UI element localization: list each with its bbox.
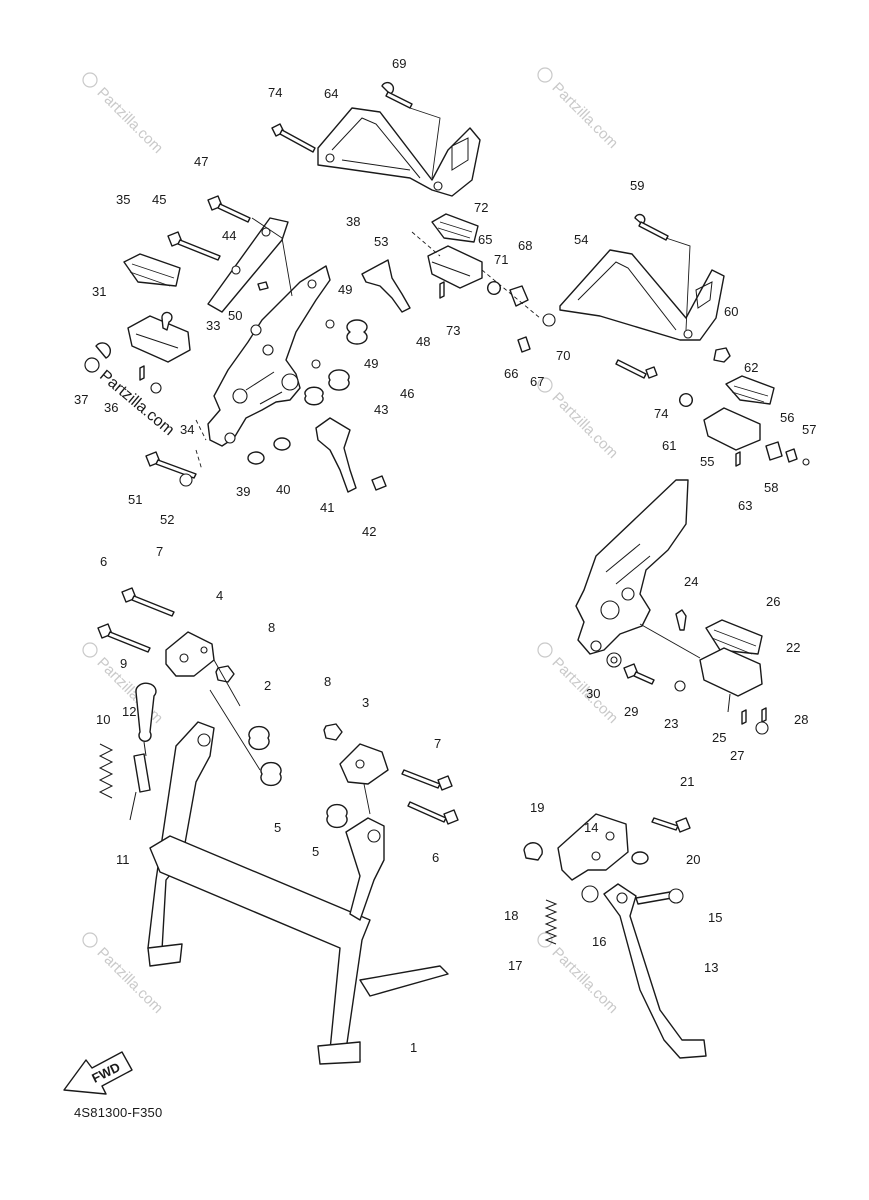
callout-20: 20 — [686, 852, 700, 867]
callout-38: 38 — [346, 214, 360, 229]
diagram-code: 4S81300-F350 — [74, 1105, 163, 1120]
callout-1: 1 — [410, 1040, 417, 1055]
rear-left-bracket-assembly — [271, 81, 556, 353]
callout-11: 11 — [116, 852, 130, 867]
callout-6: 6 — [100, 554, 107, 569]
callout-68: 68 — [518, 238, 532, 253]
callout-40: 40 — [276, 482, 290, 497]
callout-14: 14 — [584, 820, 598, 835]
callout-54: 54 — [574, 232, 588, 247]
svg-text:Partzilla.com: Partzilla.com — [549, 79, 622, 152]
callout-71: 71 — [494, 252, 508, 267]
callout-7: 7 — [156, 544, 163, 559]
callout-37: 37 — [74, 392, 88, 407]
callout-12: 12 — [122, 704, 136, 719]
callout-17: 17 — [508, 958, 522, 973]
callout-49-2: 49 — [364, 356, 378, 371]
callout-7-2: 7 — [434, 736, 441, 751]
callout-74: 74 — [268, 85, 282, 100]
front-right-bracket-assembly — [575, 479, 769, 735]
callout-61: 61 — [662, 438, 676, 453]
callout-21: 21 — [680, 774, 694, 789]
callout-44: 44 — [222, 228, 236, 243]
callout-29: 29 — [624, 704, 638, 719]
callout-45: 45 — [152, 192, 166, 207]
callout-9: 9 — [120, 656, 127, 671]
callout-55: 55 — [700, 454, 714, 469]
callout-8-2: 8 — [324, 674, 331, 689]
callout-5: 5 — [274, 820, 281, 835]
callout-62: 62 — [744, 360, 758, 375]
callout-22: 22 — [786, 640, 800, 655]
forward-arrow-icon: FWD — [63, 1051, 133, 1095]
svg-text:Partzilla.com: Partzilla.com — [549, 944, 622, 1017]
callout-5-2: 5 — [312, 844, 319, 859]
callout-73: 73 — [446, 323, 460, 338]
callout-26: 26 — [766, 594, 780, 609]
callout-31: 31 — [92, 284, 106, 299]
callout-10: 10 — [96, 712, 110, 727]
callout-70: 70 — [556, 348, 570, 363]
callout-39: 39 — [236, 484, 250, 499]
callout-49: 49 — [338, 282, 352, 297]
callout-8: 8 — [268, 620, 275, 635]
callout-65: 65 — [478, 232, 492, 247]
callout-69: 69 — [392, 56, 406, 71]
callout-43: 43 — [374, 402, 388, 417]
callout-58: 58 — [764, 480, 778, 495]
callout-46: 46 — [400, 386, 414, 401]
callout-18: 18 — [504, 908, 518, 923]
overlay-watermark: Partzilla.com — [84, 357, 177, 439]
side-stand-assembly — [523, 813, 707, 1059]
callout-48: 48 — [416, 334, 430, 349]
main-stand-assembly — [97, 587, 459, 1065]
callout-60: 60 — [724, 304, 738, 319]
callout-34: 34 — [180, 422, 194, 437]
callout-50: 50 — [228, 308, 242, 323]
callout-3: 3 — [362, 695, 369, 710]
callout-35: 35 — [116, 192, 130, 207]
callout-2: 2 — [264, 678, 271, 693]
callout-64: 64 — [324, 86, 338, 101]
callout-19: 19 — [530, 800, 544, 815]
callout-4: 4 — [216, 588, 223, 603]
callout-59: 59 — [630, 178, 644, 193]
callout-30: 30 — [586, 686, 600, 701]
callout-24: 24 — [684, 574, 698, 589]
callout-51: 51 — [128, 492, 142, 507]
callout-36: 36 — [104, 400, 118, 415]
callout-52: 52 — [160, 512, 174, 527]
svg-text:Partzilla.com: Partzilla.com — [549, 389, 622, 462]
callout-53: 53 — [374, 234, 388, 249]
front-left-bracket-assembly — [95, 195, 411, 493]
callout-56: 56 — [780, 410, 794, 425]
callout-63: 63 — [738, 498, 752, 513]
callout-28: 28 — [794, 712, 808, 727]
svg-text:Partzilla.com: Partzilla.com — [94, 84, 167, 157]
callout-47: 47 — [194, 154, 208, 169]
callout-42: 42 — [362, 524, 376, 539]
callout-6-2: 6 — [432, 850, 439, 865]
callout-13: 13 — [704, 960, 718, 975]
callout-72: 72 — [474, 200, 488, 215]
callout-23: 23 — [664, 716, 678, 731]
callout-33: 33 — [206, 318, 220, 333]
callout-labels: 1234556677889101112131415161718192021222… — [74, 56, 816, 1055]
callout-41: 41 — [320, 500, 334, 515]
callout-16: 16 — [592, 934, 606, 949]
callout-27: 27 — [730, 748, 744, 763]
rear-right-bracket-assembly — [559, 213, 810, 467]
callout-57: 57 — [802, 422, 816, 437]
callout-66: 66 — [504, 366, 518, 381]
callout-67: 67 — [530, 374, 544, 389]
callout-15: 15 — [708, 910, 722, 925]
callout-25: 25 — [712, 730, 726, 745]
callout-74-2: 74 — [654, 406, 668, 421]
